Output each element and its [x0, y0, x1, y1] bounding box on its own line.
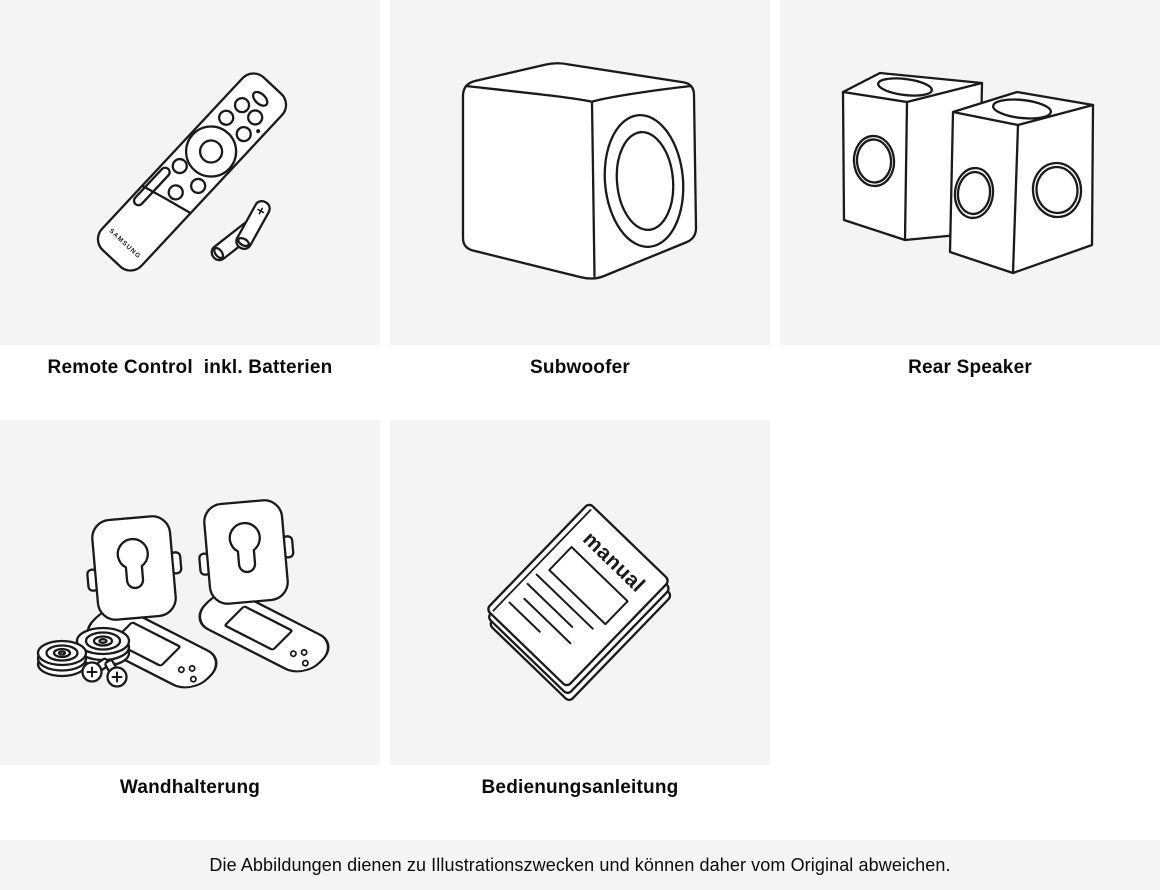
- disclaimer-bar: Die Abbildungen dienen zu Illustrationsz…: [0, 840, 1160, 890]
- subwoofer-illustration: [390, 0, 770, 345]
- component-card-remote: SAMSUNG Remote Control inkl. Batterien: [0, 0, 380, 420]
- rear-speakers-illustration: [780, 0, 1160, 345]
- wall-mount-illustration: [0, 420, 380, 765]
- empty-grid-cell: [780, 420, 1160, 840]
- component-label: Remote Control inkl. Batterien: [47, 357, 333, 378]
- component-card-manual: manual Bedienungsanleitung: [390, 420, 770, 840]
- disclaimer-text: Die Abbildungen dienen zu Illustrationsz…: [209, 854, 951, 875]
- component-card-subwoofer: Subwoofer: [390, 0, 770, 420]
- component-label: Rear Speaker: [908, 357, 1032, 378]
- component-card-rear-speaker: Rear Speaker: [780, 0, 1160, 420]
- component-card-wall-mount: Wandhalterung: [0, 420, 380, 840]
- component-label: Bedienungsanleitung: [481, 777, 679, 798]
- component-grid: SAMSUNG Remote Control inkl. Batterien S…: [0, 0, 1160, 840]
- manual-illustration: manual: [390, 420, 770, 765]
- component-label: Wandhalterung: [119, 777, 261, 798]
- remote-control-illustration: SAMSUNG: [0, 0, 380, 345]
- component-label: Subwoofer: [530, 357, 630, 378]
